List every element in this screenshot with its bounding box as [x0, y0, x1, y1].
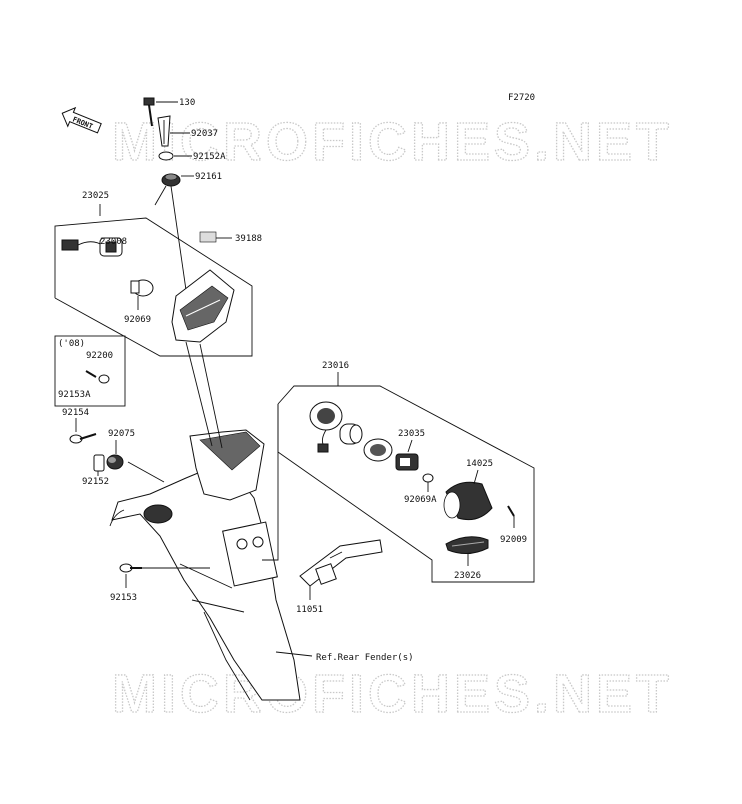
leader-grommet-box [154, 185, 167, 206]
label-92200: 92200 [86, 351, 113, 361]
leader-lamp-fender [185, 341, 213, 447]
label-92153: 92153 [110, 593, 137, 603]
front-label: FRONT [71, 115, 94, 130]
bracket-92037-part [157, 115, 171, 147]
figure-code: F2720 [508, 93, 535, 103]
license-lamp-base-part [309, 401, 343, 453]
bulb-92069a-part [422, 473, 434, 483]
label-23035: 23035 [398, 429, 425, 439]
bolt-92153-part [119, 563, 142, 573]
grommet-92161-part [161, 173, 181, 187]
leader-lamp-fender-2 [199, 343, 223, 449]
front-arrow-icon: FRONT [61, 106, 102, 134]
rear-fender-part [109, 429, 301, 701]
bolt-92154-part [69, 433, 97, 444]
label-11051: 11051 [296, 605, 323, 615]
screw-92009-part [507, 505, 515, 517]
label-92161: 92161 [195, 172, 222, 182]
label-23026: 23026 [454, 571, 481, 581]
label-23016: 23016 [322, 361, 349, 371]
connector-23008-part [61, 237, 123, 257]
label-92075: 92075 [108, 429, 135, 439]
note-year: ('08) [58, 339, 85, 349]
label-130: 130 [179, 98, 195, 108]
leader-damper-fender [127, 461, 165, 483]
label-sticker-39188-part [199, 231, 217, 243]
label-14025: 14025 [466, 459, 493, 469]
reference-label: Ref.Rear Fender(s) [316, 653, 414, 663]
screw-92153a-part [85, 370, 97, 378]
damper-92075-part [106, 454, 124, 470]
leader-ref-fender [275, 651, 313, 657]
label-92153a: 92153A [58, 390, 91, 400]
lens-cover-14025-part [443, 481, 493, 521]
lens-holder-part [363, 438, 393, 462]
collar-92152-part [93, 454, 105, 472]
assembly-box-23016 [277, 385, 535, 583]
label-92069: 92069 [124, 315, 151, 325]
label-39188: 39188 [235, 234, 262, 244]
label-92152: 92152 [82, 477, 109, 487]
license-bracket-11051-part [299, 539, 383, 587]
socket-23035-part [395, 453, 419, 471]
leader-23035 [407, 439, 413, 453]
bulb-92069-part [130, 279, 154, 297]
label-92069a: 92069A [404, 495, 437, 505]
leader-14025 [473, 469, 479, 485]
socket-part [339, 423, 363, 445]
label-92037: 92037 [191, 129, 218, 139]
label-92152a: 92152A [193, 152, 226, 162]
year-variant-box [54, 335, 126, 407]
leader-box-fender [262, 404, 279, 561]
leader-grommet-lamp [170, 185, 187, 291]
watermark-top: MICROFICHES.NET [112, 112, 673, 172]
label-92154: 92154 [62, 408, 89, 418]
bolt-130-part [143, 97, 155, 127]
washer-92200-part [98, 374, 110, 384]
tail-lamp-housing-part [171, 269, 235, 343]
assembly-box-23025 [54, 217, 253, 357]
label-23008: 23008 [100, 237, 127, 247]
washer-92152a-part [158, 151, 174, 161]
cover-23026-part [445, 536, 489, 554]
label-23025: 23025 [82, 191, 109, 201]
label-92009: 92009 [500, 535, 527, 545]
watermark-bottom: MICROFICHES.NET [112, 664, 673, 724]
